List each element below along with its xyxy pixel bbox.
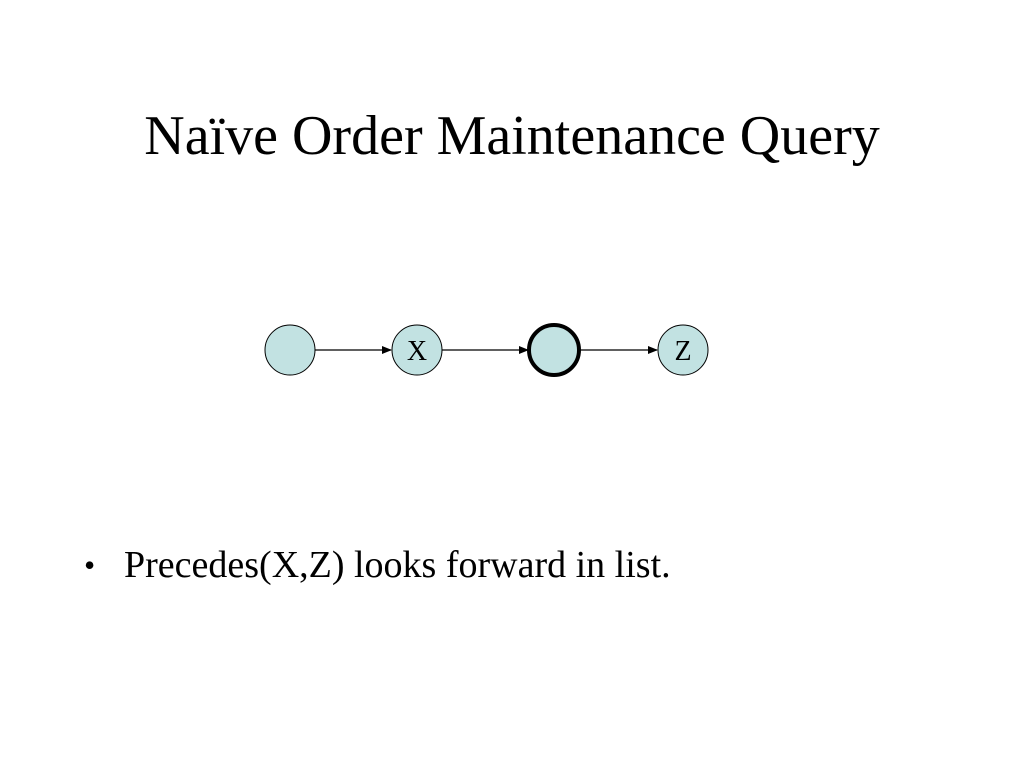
highlighted-node-circle	[527, 323, 581, 377]
node-circle	[657, 324, 709, 376]
list-node-2: X	[391, 324, 443, 376]
bullet-item: • Precedes(X,Z) looks forward in list.	[84, 540, 671, 590]
list-node-4: Z	[657, 324, 709, 376]
node-circle	[391, 324, 443, 376]
node-label: Z	[674, 336, 691, 367]
bullet-marker: •	[84, 547, 96, 583]
bullet-text: Precedes(X,Z) looks forward in list.	[124, 544, 671, 586]
bullet-list: • Precedes(X,Z) looks forward in list.	[84, 540, 671, 590]
list-node-1	[264, 324, 316, 376]
node-circle	[264, 324, 316, 376]
node-label: X	[407, 336, 427, 367]
list-node-3	[527, 323, 581, 377]
slide-title: Naïve Order Maintenance Query	[144, 105, 880, 167]
